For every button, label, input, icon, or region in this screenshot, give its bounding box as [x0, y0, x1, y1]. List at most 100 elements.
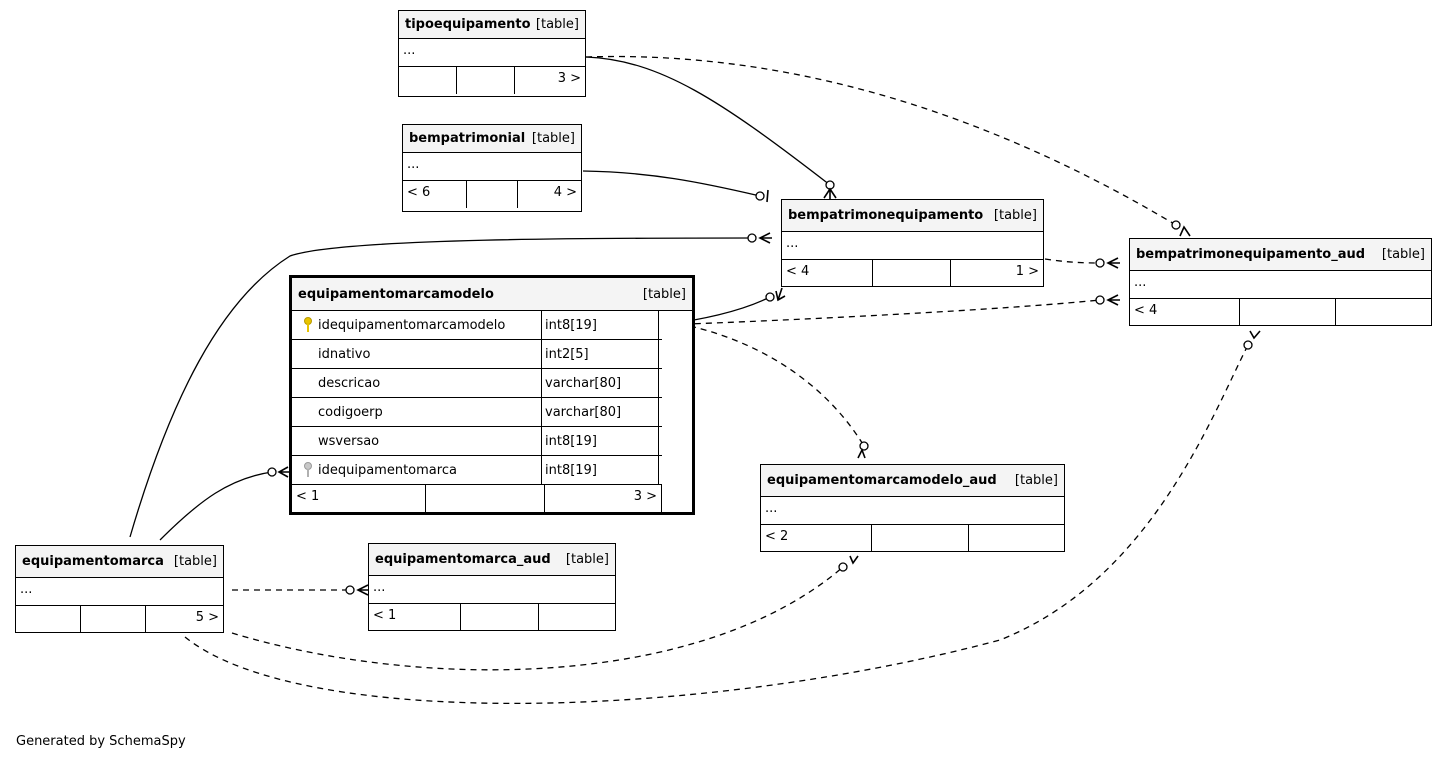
- key-icon: [298, 317, 318, 333]
- table-body: ...: [369, 576, 615, 604]
- table-bempatrimonial[interactable]: bempatrimonial[table] ... < 6 4 >: [402, 124, 582, 212]
- table-footer: 3 >: [399, 67, 585, 94]
- columns-count: [457, 67, 515, 94]
- edge-marker: [765, 292, 775, 302]
- crow-foot: [758, 232, 772, 244]
- columns-count: [467, 181, 518, 208]
- table-tipoequipamento[interactable]: tipoequipamento[table] ... 3 >: [398, 10, 586, 97]
- columns-count: [1240, 299, 1336, 326]
- table-equipamentomarca-aud[interactable]: equipamentomarca_aud [table] ... < 1: [368, 543, 616, 631]
- table-bempatrimonequipamento-aud[interactable]: bempatrimonequipamento_aud[table] ... < …: [1129, 238, 1432, 326]
- table-name: equipamentomarcamodelo: [298, 286, 494, 302]
- edge-marker: [1095, 258, 1105, 268]
- table-body: ...: [761, 497, 1064, 525]
- table-type-label: [table]: [535, 17, 579, 32]
- table-type-label: [table]: [531, 131, 575, 146]
- children-count[interactable]: [969, 525, 1064, 552]
- table-footer: < 1 3 >: [292, 485, 662, 512]
- edge-marker: [1243, 340, 1253, 350]
- parents-count[interactable]: < 1: [292, 485, 426, 512]
- parents-count[interactable]: < 1: [369, 604, 461, 631]
- column-row[interactable]: idnativo int2[5]: [292, 340, 662, 369]
- crow-foot: [1106, 257, 1120, 269]
- column-row[interactable]: idequipamentomarcamodelo int8[19]: [292, 311, 662, 340]
- children-count[interactable]: 4 >: [553, 185, 577, 200]
- column-name: descricao: [318, 375, 381, 391]
- crow-foot: [823, 187, 837, 199]
- edge-marker: [1095, 295, 1105, 305]
- table-body: ...: [782, 232, 1043, 260]
- column-type: int8[19]: [542, 427, 659, 455]
- parents-count[interactable]: < 6: [403, 181, 467, 208]
- edge-marker: [838, 562, 848, 572]
- table-type-label: [table]: [565, 552, 609, 567]
- edge-marker: [859, 441, 869, 451]
- column-name: idnativo: [318, 346, 371, 362]
- parents-count[interactable]: < 4: [782, 260, 873, 287]
- column-name: idequipamentomarca: [318, 462, 457, 478]
- edge-bempatrimonial-bempatrimonequipamento: [582, 170, 761, 197]
- table-body: ...: [16, 578, 223, 606]
- columns-count: [873, 260, 951, 287]
- columns-count: [461, 604, 539, 631]
- crow-foot: [1106, 294, 1120, 306]
- column-row[interactable]: idequipamentomarca int8[19]: [292, 456, 662, 485]
- children-count[interactable]: 5 >: [195, 610, 219, 625]
- table-footer: < 1: [369, 604, 615, 631]
- edge-tipoequipamento-aud: [585, 55, 1177, 226]
- column-type: int8[19]: [542, 456, 659, 484]
- table-type-label: [table]: [1014, 473, 1058, 488]
- table-footer: < 4 1 >: [782, 260, 1043, 287]
- parents-count[interactable]: < 2: [761, 525, 872, 552]
- edge-equipamentomarca-bempatrimonequipamento: [129, 237, 753, 538]
- table-equipamentomarcamodelo-aud[interactable]: equipamentomarcamodelo_aud [table] ... < …: [760, 464, 1065, 552]
- edge-marker: [267, 467, 277, 477]
- edge-equipamentomarca-marcamodelo-aud: [231, 566, 844, 671]
- table-name: equipamentomarca_aud: [375, 552, 551, 567]
- table-name: bempatrimonial: [409, 131, 526, 146]
- parents-count[interactable]: [399, 67, 457, 94]
- table-name: equipamentomarcamodelo_aud: [767, 473, 997, 488]
- crow-foot: [849, 555, 859, 565]
- edge-marker: [1171, 220, 1181, 230]
- column-name: idequipamentomarcamodelo: [318, 317, 506, 333]
- edge-tipoequipamento-bempatrimonequipamento: [585, 56, 831, 186]
- children-count[interactable]: [539, 604, 615, 631]
- table-bempatrimonequipamento[interactable]: bempatrimonequipamento[table] ... < 4 1 …: [781, 199, 1044, 287]
- children-count[interactable]: 1 >: [1015, 264, 1039, 279]
- crow-foot: [775, 287, 786, 302]
- children-count[interactable]: 3 >: [633, 489, 657, 504]
- bar-marker: [766, 189, 769, 203]
- table-body: ...: [399, 39, 585, 67]
- column-row[interactable]: descricao varchar[80]: [292, 369, 662, 398]
- edge-bempatrimonequipamento-aud: [1044, 258, 1101, 264]
- edge-equipamentomarca-bempatrimonequipamento-aud: [184, 344, 1249, 705]
- edge-marcamodelo-bempatrimonequipamento-aud: [661, 299, 1101, 326]
- parents-count[interactable]: [16, 606, 81, 633]
- table-name: equipamentomarca: [22, 554, 164, 569]
- table-body: ...: [1130, 271, 1431, 299]
- column-row[interactable]: codigoerp varchar[80]: [292, 398, 662, 427]
- parents-count[interactable]: < 4: [1130, 299, 1240, 326]
- edge-marker: [345, 585, 355, 595]
- edge-equipamentomarca-equipamentomarcamodelo: [159, 471, 273, 541]
- crow-foot: [277, 466, 290, 478]
- crow-foot: [1179, 225, 1191, 237]
- children-count[interactable]: 3 >: [557, 71, 581, 86]
- column-type: varchar[80]: [542, 398, 659, 426]
- children-count[interactable]: [1336, 299, 1431, 326]
- table-footer: < 4: [1130, 299, 1431, 326]
- table-type-label: [table]: [993, 208, 1037, 223]
- table-footer: 5 >: [16, 606, 223, 633]
- column-row[interactable]: wsversao int8[19]: [292, 427, 662, 456]
- crow-foot: [1249, 330, 1261, 340]
- table-name: bempatrimonequipamento_aud: [1136, 247, 1366, 262]
- edge-marker: [747, 233, 757, 243]
- columns-count: [426, 485, 545, 512]
- table-footer: < 2: [761, 525, 1064, 552]
- edge-marker: [755, 191, 765, 201]
- table-equipamentomarcamodelo[interactable]: equipamentomarcamodelo[table] idequipame…: [289, 275, 695, 515]
- table-equipamentomarca[interactable]: equipamentomarca[table] ... 5 >: [15, 545, 224, 633]
- edge-marcamodelo-marcamodelo-aud: [689, 325, 865, 447]
